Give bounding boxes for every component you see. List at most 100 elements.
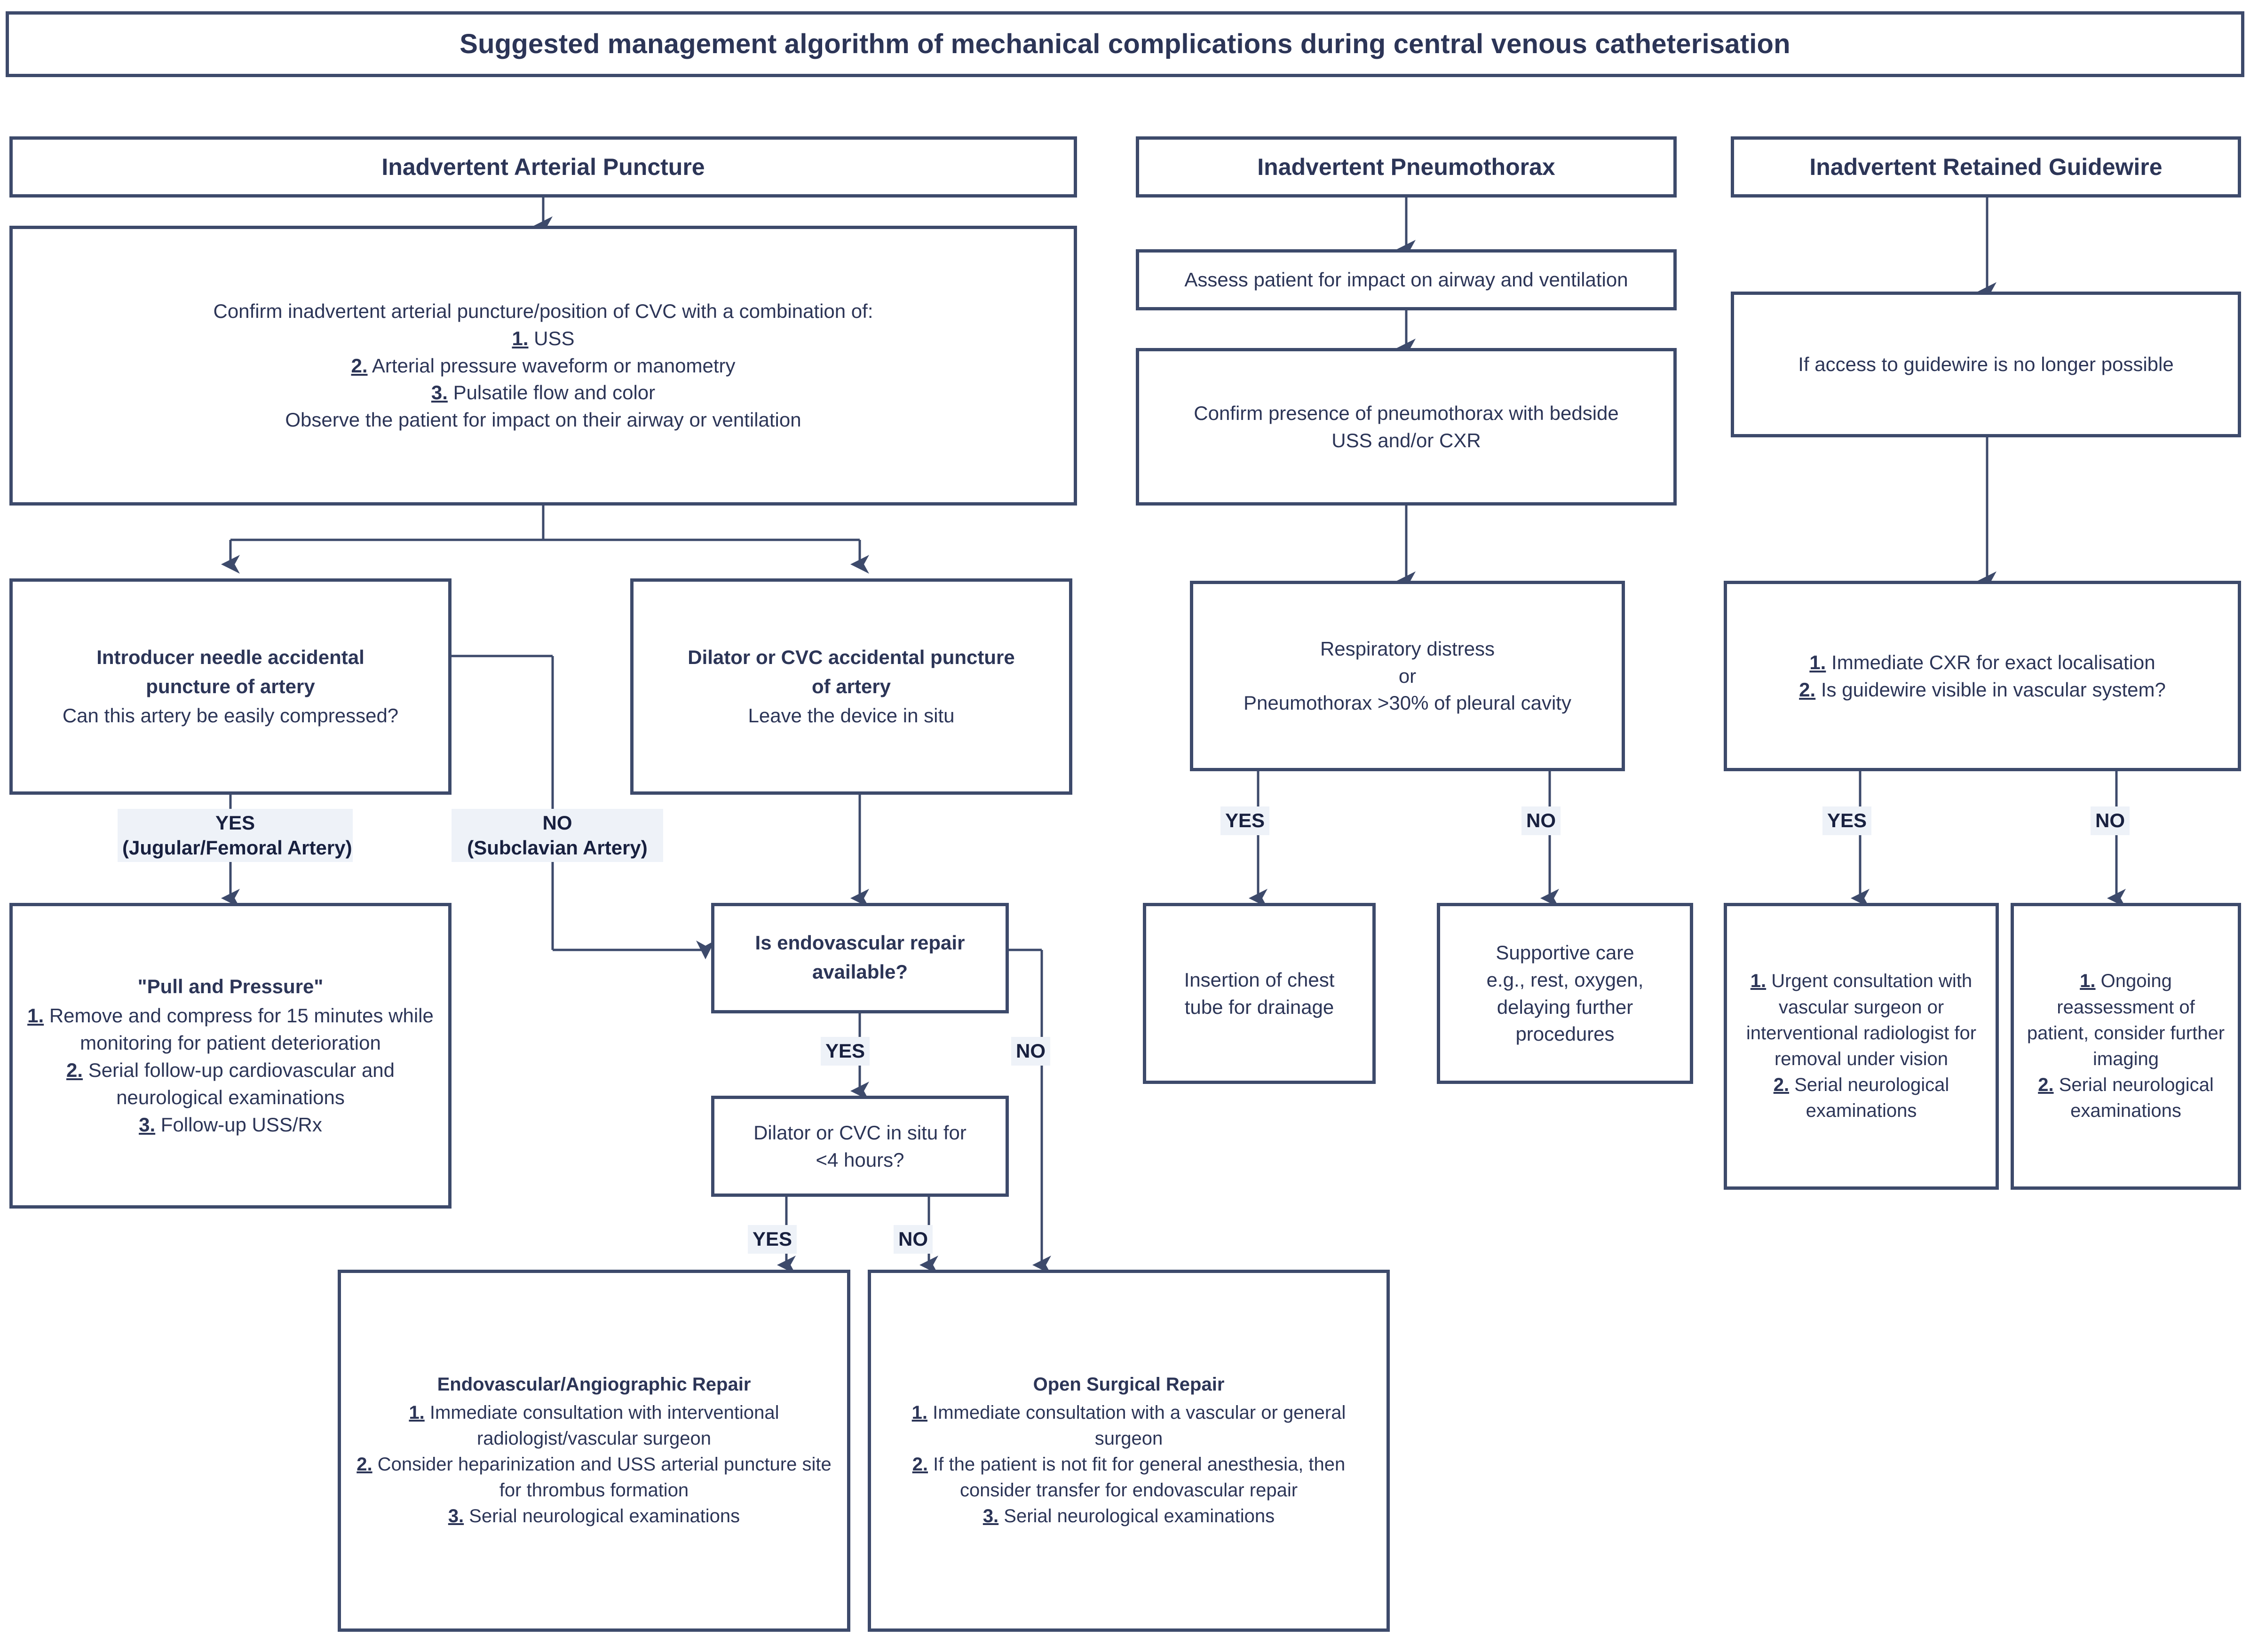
edge-label-no-subclavian-line-1: NO bbox=[542, 812, 572, 834]
edge-label-pneumo-no: NO bbox=[1521, 806, 1561, 835]
open-repair-header: Open Surgical Repair bbox=[1033, 1374, 1225, 1395]
confirm-pneumo-line-1: Confirm presence of pneumothorax with be… bbox=[1194, 402, 1619, 424]
confirm-item-2-text: Arterial pressure waveform or manometry bbox=[372, 354, 736, 377]
ongoing-item-2-number: 2. bbox=[2038, 1075, 2054, 1096]
endo-repair-item-3-text: Serial neurological examinations bbox=[469, 1506, 740, 1527]
node-guidewire-access: If access to guidewire is no longer poss… bbox=[1731, 292, 2241, 437]
cxr-item-1-number: 1. bbox=[1809, 651, 1826, 673]
node-dilator-in-situ-question: Dilator or CVC in situ for <4 hours? bbox=[711, 1096, 1009, 1197]
pull-pressure-item-2-text: Serial follow-up cardiovascular and neur… bbox=[88, 1059, 395, 1108]
node-endovascular-repair-question: Is endovascular repair available? bbox=[711, 903, 1009, 1013]
open-repair-item-3: 3. Serial neurological examinations bbox=[882, 1503, 1375, 1529]
edge-label-guidewire-no-text: NO bbox=[2095, 809, 2125, 831]
pull-pressure-item-1: 1. Remove and compress for 15 minutes wh… bbox=[24, 1002, 437, 1057]
edge-label-guidewire-yes-text: YES bbox=[1827, 809, 1867, 831]
confirm-item-1: 1. USS bbox=[24, 325, 1062, 352]
open-repair-item-3-number: 3. bbox=[982, 1506, 999, 1527]
guidewire-access-text: If access to guidewire is no longer poss… bbox=[1798, 353, 2174, 376]
assess-text: Assess patient for impact on airway and … bbox=[1184, 269, 1628, 291]
edge-label-yes-jugular-line-1: YES bbox=[215, 812, 255, 834]
node-urgent-consultation: 1. Urgent consultation with vascular sur… bbox=[1724, 903, 1999, 1190]
endo-question-line-1: Is endovascular repair bbox=[755, 931, 965, 954]
urgent-item-1: 1. Urgent consultation with vascular sur… bbox=[1738, 968, 1984, 1072]
confirm-item-3-number: 3. bbox=[431, 381, 448, 404]
column-heading-arterial-puncture: Inadvertent Arterial Puncture bbox=[9, 136, 1077, 198]
endo-repair-item-2-number: 2. bbox=[357, 1454, 372, 1475]
endo-repair-item-1: 1. Immediate consultation with intervent… bbox=[352, 1400, 836, 1452]
open-repair-item-1: 1. Immediate consultation with a vascula… bbox=[882, 1400, 1375, 1452]
insitu-question-line-2: <4 hours? bbox=[816, 1148, 904, 1171]
supportive-line-3: delaying further bbox=[1497, 996, 1633, 1018]
urgent-item-2-number: 2. bbox=[1773, 1075, 1790, 1096]
cxr-item-2-text: Is guidewire visible in vascular system? bbox=[1821, 678, 2166, 701]
dilator-header-line-2: of artery bbox=[811, 675, 891, 698]
pull-pressure-item-3-text: Follow-up USS/Rx bbox=[160, 1113, 322, 1136]
edge-label-yes-jugular-femoral: YES (Jugular/Femoral Artery) bbox=[118, 809, 353, 862]
node-pull-and-pressure: "Pull and Pressure" 1. Remove and compre… bbox=[9, 903, 452, 1209]
edge-label-insitu-yes: YES bbox=[748, 1225, 797, 1254]
node-supportive-care: Supportive care e.g., rest, oxygen, dela… bbox=[1437, 903, 1693, 1084]
node-insertion-chest-tube: Insertion of chest tube for drainage bbox=[1143, 903, 1376, 1084]
edge-label-endo-no: NO bbox=[1011, 1037, 1050, 1066]
open-repair-item-2-number: 2. bbox=[912, 1454, 928, 1475]
node-dilator-cvc-puncture: Dilator or CVC accidental puncture of ar… bbox=[630, 578, 1072, 795]
node-endovascular-angiographic-repair: Endovascular/Angiographic Repair 1. Imme… bbox=[338, 1270, 850, 1632]
distress-line-1: Respiratory distress bbox=[1320, 637, 1495, 660]
supportive-line-2: e.g., rest, oxygen, bbox=[1486, 968, 1644, 991]
confirm-item-3: 3. Pulsatile flow and color bbox=[24, 379, 1062, 406]
edge-label-insitu-no: NO bbox=[894, 1225, 933, 1254]
dilator-subtext: Leave the device in situ bbox=[748, 704, 955, 727]
introducer-header-line-2: puncture of artery bbox=[146, 675, 315, 698]
confirm-pneumo-line-2: USS and/or CXR bbox=[1331, 429, 1481, 451]
edge-label-endo-no-text: NO bbox=[1016, 1040, 1046, 1062]
endo-question-line-2: available? bbox=[812, 960, 908, 983]
open-repair-item-1-number: 1. bbox=[911, 1402, 927, 1423]
ongoing-item-1-number: 1. bbox=[2080, 971, 2096, 992]
confirm-line-1: Confirm inadvertent arterial puncture/po… bbox=[213, 300, 873, 322]
cxr-item-2: 2. Is guidewire visible in vascular syst… bbox=[1738, 676, 2226, 703]
pull-pressure-item-2: 2. Serial follow-up cardiovascular and n… bbox=[24, 1057, 437, 1111]
node-confirm-arterial-puncture: Confirm inadvertent arterial puncture/po… bbox=[9, 226, 1077, 506]
confirm-item-3-text: Pulsatile flow and color bbox=[453, 381, 656, 404]
node-confirm-pneumothorax: Confirm presence of pneumothorax with be… bbox=[1136, 348, 1677, 506]
cxr-item-2-number: 2. bbox=[1799, 678, 1816, 701]
introducer-header-line-1: Introducer needle accidental bbox=[96, 646, 364, 669]
dilator-header-line-1: Dilator or CVC accidental puncture bbox=[688, 646, 1015, 669]
pull-pressure-header: "Pull and Pressure" bbox=[137, 975, 324, 998]
chart-title: Suggested management algorithm of mechan… bbox=[460, 28, 1790, 59]
node-cxr-localisation-question: 1. Immediate CXR for exact localisation … bbox=[1724, 581, 2241, 771]
distress-line-3: Pneumothorax >30% of pleural cavity bbox=[1244, 692, 1571, 714]
endo-repair-item-2: 2. Consider heparinization and USS arter… bbox=[352, 1452, 836, 1503]
node-open-surgical-repair: Open Surgical Repair 1. Immediate consul… bbox=[868, 1270, 1390, 1632]
column-heading-retained-guidewire: Inadvertent Retained Guidewire bbox=[1731, 136, 2241, 198]
endo-repair-item-1-text: Immediate consultation with intervention… bbox=[429, 1402, 779, 1449]
endo-repair-item-1-number: 1. bbox=[409, 1402, 425, 1423]
pull-pressure-item-2-number: 2. bbox=[66, 1059, 83, 1081]
ongoing-item-2-text: Serial neurological examinations bbox=[2059, 1075, 2214, 1122]
edge-label-no-subclavian-line-2: (Subclavian Artery) bbox=[467, 836, 648, 859]
urgent-item-2-text: Serial neurological examinations bbox=[1794, 1075, 1949, 1122]
introducer-subtext: Can this artery be easily compressed? bbox=[62, 704, 399, 727]
edge-label-pneumo-yes: YES bbox=[1220, 806, 1270, 835]
chest-tube-line-2: tube for drainage bbox=[1184, 996, 1334, 1018]
endo-repair-item-3-number: 3. bbox=[448, 1506, 464, 1527]
pull-pressure-item-3: 3. Follow-up USS/Rx bbox=[24, 1111, 437, 1138]
edge-label-guidewire-yes: YES bbox=[1822, 806, 1872, 835]
confirm-item-2-number: 2. bbox=[351, 354, 368, 377]
urgent-item-2: 2. Serial neurological examinations bbox=[1738, 1072, 1984, 1124]
cxr-item-1-text: Immediate CXR for exact localisation bbox=[1831, 651, 2155, 673]
pull-pressure-item-1-text: Remove and compress for 15 minutes while… bbox=[49, 1004, 434, 1054]
ongoing-item-1-text: Ongoing reassessment of patient, conside… bbox=[2027, 971, 2225, 1069]
edge-label-endo-yes: YES bbox=[821, 1037, 870, 1066]
ongoing-item-1: 1. Ongoing reassessment of patient, cons… bbox=[2025, 968, 2226, 1072]
column-heading-label: Inadvertent Pneumothorax bbox=[1257, 153, 1555, 180]
chart-title-bar: Suggested management algorithm of mechan… bbox=[6, 11, 2244, 77]
edge-label-pneumo-no-text: NO bbox=[1526, 809, 1556, 831]
supportive-line-4: procedures bbox=[1515, 1023, 1615, 1045]
chest-tube-line-1: Insertion of chest bbox=[1184, 968, 1335, 991]
urgent-item-1-number: 1. bbox=[1750, 971, 1767, 992]
supportive-line-1: Supportive care bbox=[1496, 941, 1634, 964]
node-assess-airway-ventilation: Assess patient for impact on airway and … bbox=[1136, 249, 1677, 310]
endo-repair-item-3: 3. Serial neurological examinations bbox=[352, 1503, 836, 1529]
